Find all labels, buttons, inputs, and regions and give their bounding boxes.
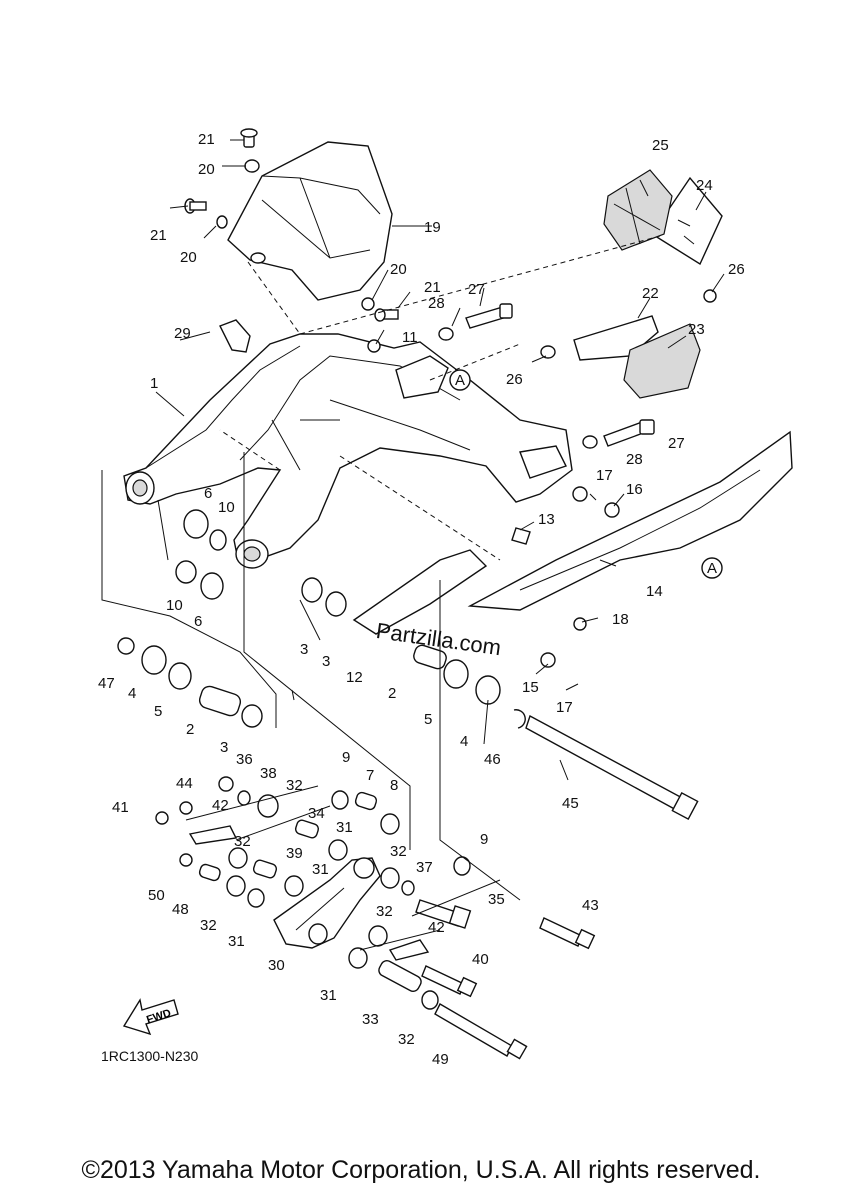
callout-9: 9 [480,831,488,848]
callout-3: 3 [322,653,330,670]
callout-12: 12 [346,669,363,686]
callout-32: 32 [390,843,407,860]
callout-7: 7 [366,767,374,784]
callout-20: 20 [198,161,215,178]
callout-43: 43 [582,897,599,914]
diagram-code: 1RC1300-N230 [101,1048,199,1064]
callout-4: 4 [460,733,468,750]
callout-29: 29 [174,325,191,342]
callout-32: 32 [286,777,303,794]
pivot-bearing-parts [117,486,620,728]
callout-10: 10 [218,499,235,516]
callout-33: 33 [362,1011,379,1028]
callout-32: 32 [234,833,251,850]
chain-case-part [467,430,793,611]
callout-13: 13 [538,511,555,528]
callout-41: 41 [112,799,129,816]
rear-bracket-parts [573,169,723,399]
callout-16: 16 [626,481,643,498]
callout-48: 48 [172,901,189,918]
callout-6: 6 [204,485,212,502]
callout-30: 30 [268,957,285,974]
callout-3: 3 [220,739,228,756]
callout-31: 31 [336,819,353,836]
linkage-hardware-parts [155,776,596,1060]
callout-32: 32 [200,917,217,934]
rear-fender-part [227,141,393,301]
callout-28: 28 [428,295,445,312]
callout-6: 6 [194,613,202,630]
callout-39: 39 [286,845,303,862]
copyright-notice: ©2013 Yamaha Motor Corporation, U.S.A. A… [81,1156,761,1184]
callout-9: 9 [342,749,350,766]
chain-guide-part [352,527,531,635]
callout-2: 2 [186,721,194,738]
callout-32: 32 [398,1031,415,1048]
callout-42: 42 [428,919,445,936]
callout-50: 50 [148,887,165,904]
callout-21: 21 [150,227,167,244]
fender-bolts [184,128,399,322]
assembly-lines [101,139,725,951]
callout-3: 3 [300,641,308,658]
svg-text:A: A [455,372,465,389]
callout-35: 35 [488,891,505,908]
callout-36: 36 [236,751,253,768]
callout-14: 14 [646,583,663,600]
callout-25: 25 [652,137,669,154]
callout-31: 31 [228,933,245,950]
callout-45: 45 [562,795,579,812]
callout-8: 8 [390,777,398,794]
callout-31: 31 [312,861,329,878]
callout-24: 24 [696,177,713,194]
callout-23: 23 [688,321,705,338]
callout-20: 20 [390,261,407,278]
callout-22: 22 [642,285,659,302]
callout-49: 49 [432,1051,449,1068]
pivot-shaft-part [438,303,699,821]
callout-5: 5 [154,703,162,720]
fwd-arrow-icon: FWD [122,998,179,1036]
callout-38: 38 [260,765,277,782]
callout-44: 44 [176,775,193,792]
callout-17: 17 [596,467,613,484]
callout-11: 11 [402,329,418,346]
svg-text:A: A [707,560,717,577]
small-fittings [219,289,717,631]
relay-arm-part [188,825,430,961]
callout-21: 21 [198,131,215,148]
callout-20: 20 [180,249,197,266]
callout-47: 47 [98,675,115,692]
callout-28: 28 [626,451,643,468]
callout-27: 27 [468,281,485,298]
callout-27: 27 [668,435,685,452]
callout-26: 26 [506,371,523,388]
callout-10: 10 [166,597,183,614]
callout-26: 26 [728,261,745,278]
callout-17: 17 [556,699,573,716]
callout-37: 37 [416,859,433,876]
callout-42: 42 [212,797,229,814]
callout-46: 46 [484,751,501,768]
callout-15: 15 [522,679,539,696]
callout-1: 1 [150,375,158,392]
callout-4: 4 [128,685,136,702]
callout-18: 18 [612,611,629,628]
callout-2: 2 [388,685,396,702]
reference-mark-a: A A [449,369,723,579]
callout-19: 19 [424,219,441,236]
callout-32: 32 [376,903,393,920]
callout-34: 34 [308,805,325,822]
callout-31: 31 [320,987,337,1004]
callout-21: 21 [424,279,441,296]
callout-5: 5 [424,711,432,728]
callout-40: 40 [472,951,489,968]
